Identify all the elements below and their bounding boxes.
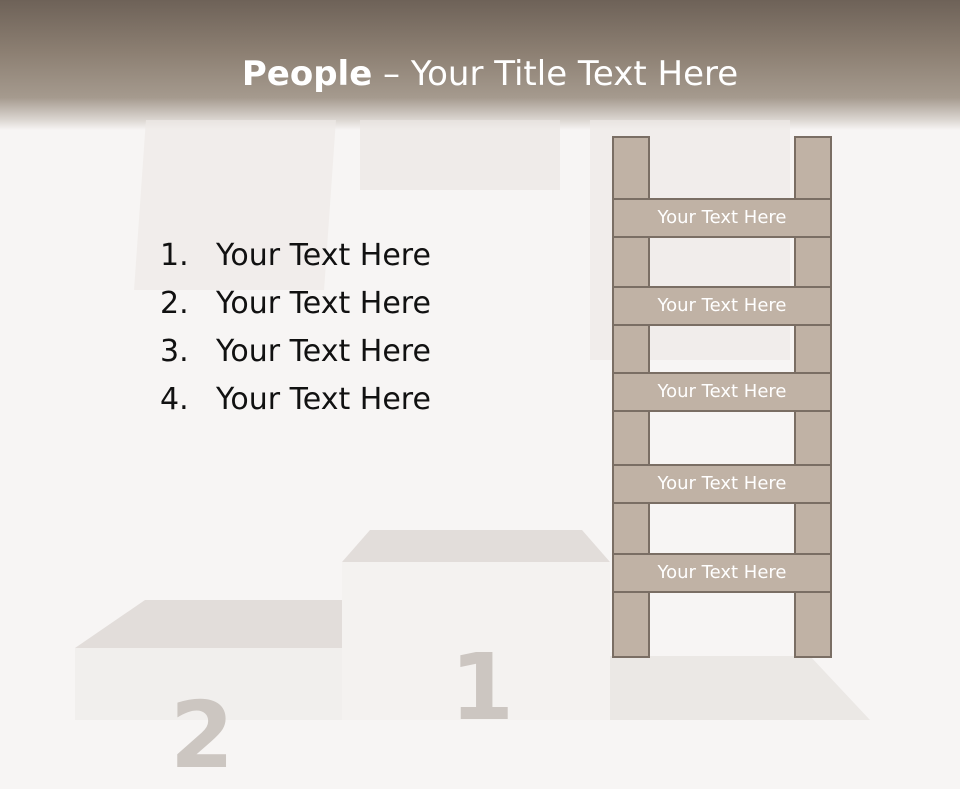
podium-first-front	[342, 562, 610, 720]
title-bar	[0, 0, 960, 130]
ladder-step-5: Your Text Here	[612, 553, 832, 593]
podium-third-top	[610, 656, 870, 720]
podium-first-top	[342, 530, 610, 562]
podium-second-front	[75, 648, 350, 720]
list-number: 2.	[160, 286, 189, 321]
bullet-list: 1. Your Text Here 2. Your Text Here 3. Your…	[160, 232, 431, 424]
title-bold: People	[241, 54, 373, 94]
list-text: Your Text Here	[216, 382, 431, 417]
slide-title: People – Your Title Text Here	[0, 52, 960, 96]
list-text: Your Text Here	[216, 286, 431, 321]
list-item: 2. Your Text Here	[160, 280, 431, 328]
ladder-step-2: Your Text Here	[612, 286, 832, 326]
ladder-step-4: Your Text Here	[612, 464, 832, 504]
list-item: 1. Your Text Here	[160, 232, 431, 280]
list-number: 3.	[160, 334, 189, 369]
podium-number-2: 2	[170, 682, 235, 789]
list-text: Your Text Here	[216, 334, 431, 369]
ladder-step-3: Your Text Here	[612, 372, 832, 412]
podium-number-1: 1	[450, 634, 515, 741]
background-figure	[360, 120, 560, 190]
list-text: Your Text Here	[216, 238, 431, 273]
podium-second-top	[75, 600, 350, 648]
list-number: 4.	[160, 382, 189, 417]
list-number: 1.	[160, 238, 189, 273]
list-item: 3. Your Text Here	[160, 328, 431, 376]
ladder-step-1: Your Text Here	[612, 198, 832, 238]
list-item: 4. Your Text Here	[160, 376, 431, 424]
title-rest: – Your Title Text Here	[372, 54, 739, 94]
